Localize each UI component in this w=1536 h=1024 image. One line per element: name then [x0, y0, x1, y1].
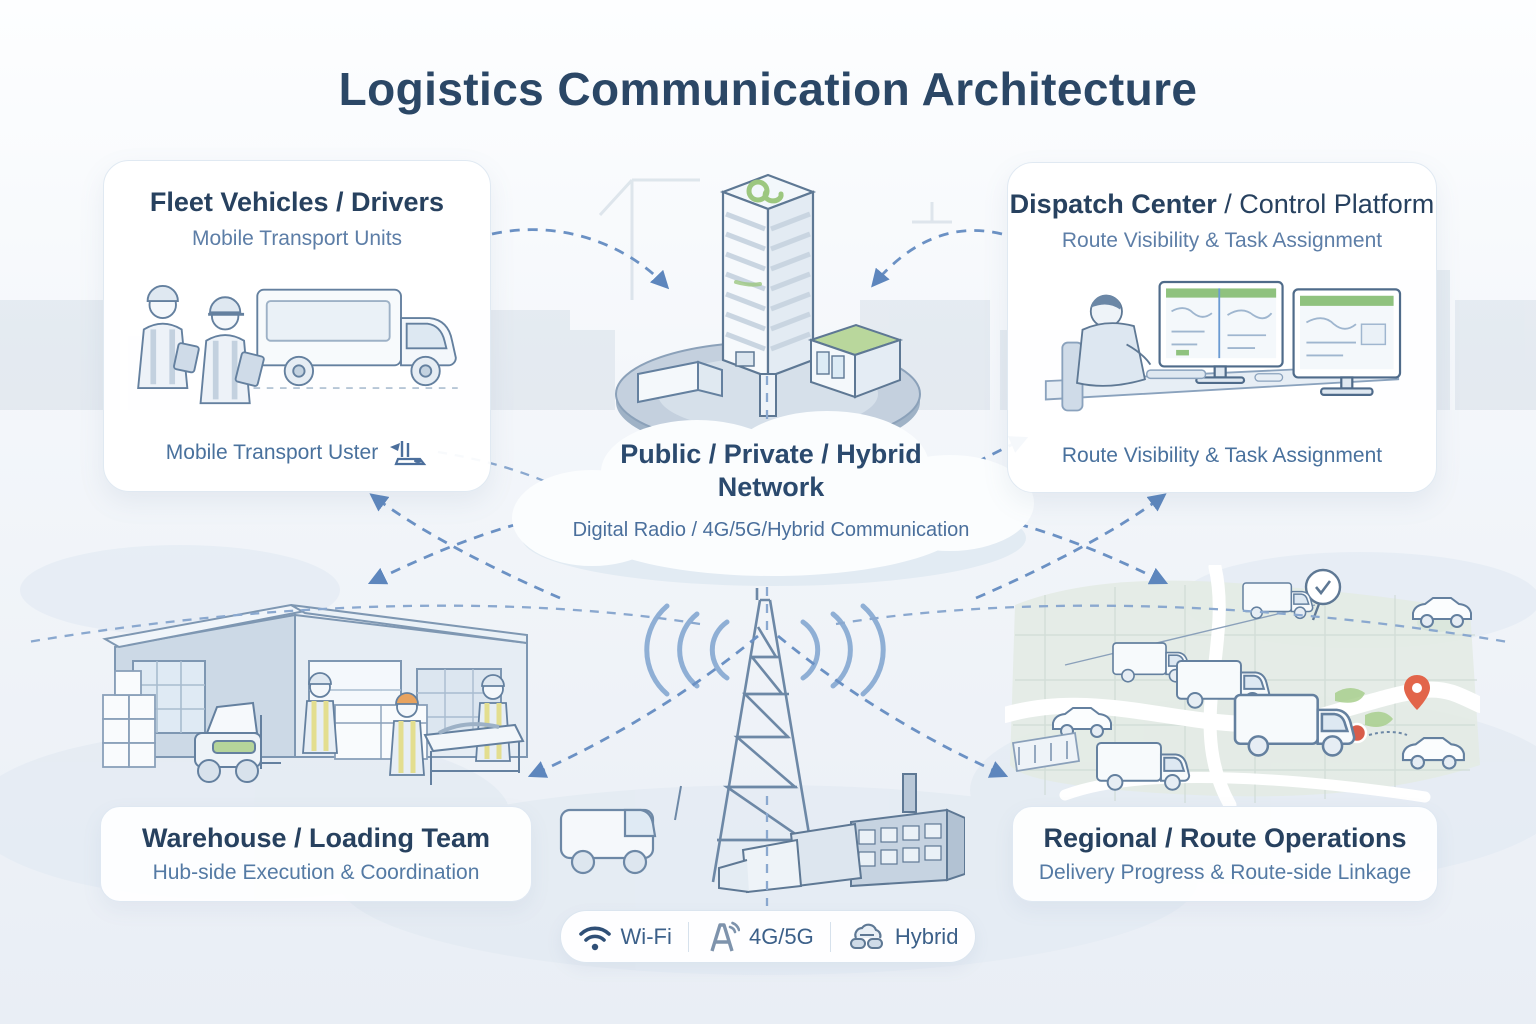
fleet-drivers-illustration [137, 285, 458, 405]
cell-tower-icon [710, 921, 740, 951]
legend-hybrid-label: Hybrid [894, 923, 959, 949]
fleet-card-title: Fleet Vehicles / Drivers [149, 187, 445, 217]
dispatch-card-title: Dispatch Center / Control Platform [1009, 189, 1435, 219]
radio-tower-illustration [559, 588, 965, 894]
network-cloud [512, 411, 1034, 586]
route-map-illustration [1005, 565, 1480, 807]
fleet-card-footer: Mobile Transport Uster [166, 439, 428, 467]
fleet-footer-label: Mobile Transport Uster [165, 441, 379, 464]
warehouse-card-subtitle: Hub-side Execution & Coordination [152, 861, 480, 884]
laptop-cursor-icon [390, 441, 427, 466]
warehouse-team-card: Warehouse / Loading Team Hub-side Execut… [100, 806, 532, 902]
dispatch-footer-label: Route Visibility & Task Assignment [1061, 444, 1383, 467]
legend-item-hybrid: Hybrid [844, 922, 963, 952]
fleet-vehicles-card: Fleet Vehicles / Drivers Mobile Transpor… [103, 160, 491, 492]
legend-item-4g5g: 4G/5G [702, 921, 818, 953]
legend-item-wifi: Wi-Fi [574, 923, 676, 951]
regional-card-subtitle: Delivery Progress & Route-side Linkage [1038, 861, 1412, 884]
page-title: Logistics Communication Architecture [338, 63, 1198, 115]
dispatch-card-subtitle: Route Visibility & Task Assignment [1061, 229, 1383, 252]
hybrid-cloud-icon [849, 923, 883, 949]
legend-4g5g-label: 4G/5G [748, 923, 814, 949]
regional-card-title: Regional / Route Operations [1043, 823, 1407, 853]
warehouse-illustration [102, 603, 528, 785]
dispatch-card-footer: Route Visibility & Task Assignment [1062, 444, 1382, 468]
legend-divider [688, 921, 690, 952]
regional-operations-card: Regional / Route Operations Delivery Pro… [1012, 806, 1438, 902]
wifi-icon [578, 926, 611, 950]
warehouse-card-title: Warehouse / Loading Team [141, 823, 491, 853]
dispatch-center-card: Dispatch Center / Control Platform Route… [1007, 162, 1437, 493]
legend-wifi-label: Wi-Fi [620, 923, 672, 949]
fleet-card-subtitle: Mobile Transport Units [191, 227, 403, 250]
legend-divider [830, 921, 832, 952]
dispatch-operator-illustration [1044, 280, 1402, 411]
connectivity-legend: Wi-Fi 4G/5G Hybrid [560, 910, 976, 963]
